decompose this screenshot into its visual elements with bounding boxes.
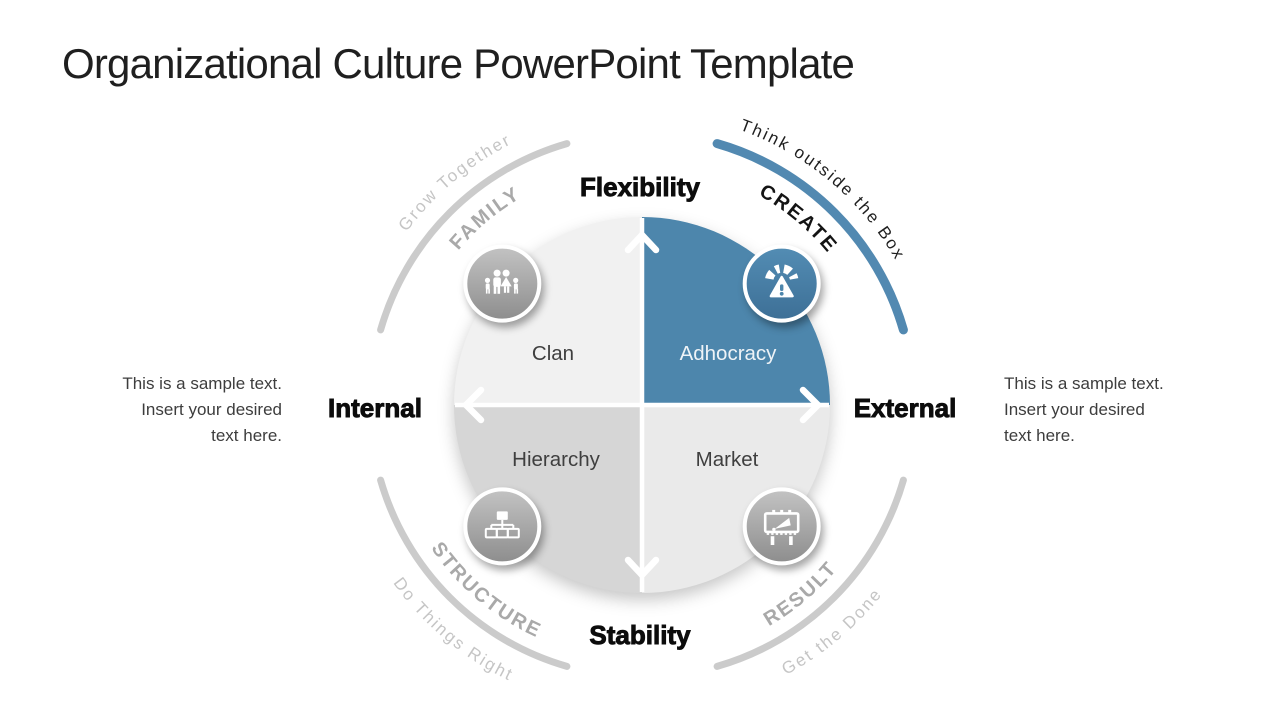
sample-text-line: This is a sample text. [122,374,282,393]
sample-text-line: text here. [1004,426,1075,445]
quadrant-clan [454,217,642,405]
svg-text:FAMILY: FAMILY [445,183,524,254]
arrow-down-icon [624,556,660,579]
sample-text-line: Insert your desired [1004,400,1145,419]
axis-label-internal: Internal [328,393,422,423]
billboard-icon [742,487,821,566]
page-title: Organizational Culture PowerPoint Templa… [62,40,855,87]
axis-label-external: External [854,393,957,423]
slogan-do-things-right: Do Things Right [390,574,515,685]
category-create: CREATE [756,180,840,257]
category-result: RESULT [760,557,840,631]
arrow-up-icon [624,231,660,254]
quadrant-adhocracy [642,217,830,405]
svg-text:RESULT: RESULT [760,557,842,631]
arc-create [712,139,908,335]
arrow-right-icon [799,386,822,424]
gauge-warning-icon [742,244,821,323]
svg-text:Do Things Right: Do Things Right [390,574,517,685]
sample-text-line: text here. [211,426,282,445]
axis-label-flexibility: Flexibility [580,172,700,202]
quadrant-label-market: Market [696,448,759,471]
axis-cross [455,218,829,592]
quadrant-market [642,405,830,593]
sample-text-left: This is a sample text. Insert your desir… [88,371,282,449]
org-chart-icon [463,487,542,566]
arc-family [377,140,571,334]
sample-text-line: Insert your desired [141,400,282,419]
axis-label-stability: Stability [589,620,691,650]
quadrant-circle [454,217,830,593]
category-family: FAMILY [445,183,522,254]
quadrant-hierarchy [454,405,642,593]
quadrant-label-adhocracy: Adhocracy [680,342,778,365]
family-icon [463,244,542,323]
quadrant-label-hierarchy: Hierarchy [512,448,600,471]
arrow-left-icon [462,386,485,424]
quadrant-label-clan: Clan [532,342,574,365]
sample-text-line: This is a sample text. [1004,374,1164,393]
sample-text-right: This is a sample text. Insert your desir… [1004,371,1204,449]
svg-text:CREATE: CREATE [756,180,842,257]
arc-result [713,476,907,670]
arc-structure [377,476,571,670]
